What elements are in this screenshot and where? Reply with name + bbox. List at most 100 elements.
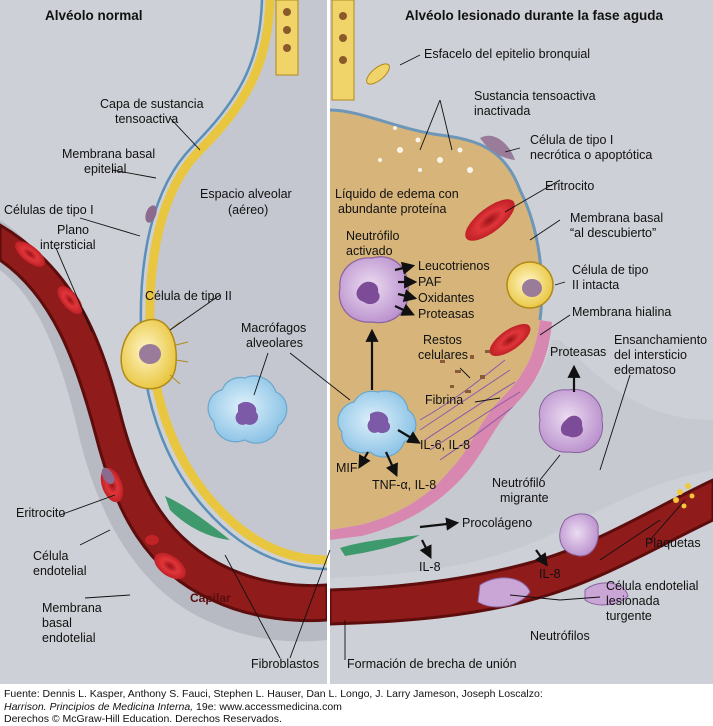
edematous-interstitium	[330, 340, 713, 578]
label-liquido-1: Líquido de edema con	[335, 187, 459, 201]
label-membrana-basal-endo-1: Membrana	[42, 601, 102, 615]
label-fibrina: Fibrina	[425, 393, 463, 407]
label-celula-tipo-ii: Célula de tipo II	[145, 289, 232, 303]
source-line-1: Fuente: Dennis L. Kasper, Anthony S. Fau…	[4, 688, 543, 700]
source-line-2: Harrison. Principios de Medicina Interna…	[4, 701, 709, 714]
label-ensanchamiento-3: edematoso	[614, 363, 676, 377]
label-neutrofilo-act-1: Neutrófilo	[346, 229, 400, 243]
mediator-arrows	[358, 261, 581, 567]
interstitial-neutrophil-icon	[538, 388, 604, 454]
label-neutrofilo-act-2: activado	[346, 244, 393, 258]
label-restos-2: celulares	[418, 348, 468, 362]
alveolus-illustration: Alvéolo normal Alvéolo lesionado durante…	[0, 0, 713, 684]
label-sustancia-inact-2: inactivada	[474, 104, 530, 118]
label-mif: MIF	[336, 461, 358, 475]
migrating-neutrophil-icon	[559, 513, 599, 557]
bronchial-epithelium-right	[331, 0, 390, 101]
label-proteasas-1: Proteasas	[418, 307, 474, 321]
label-celula-endo-2: endotelial	[33, 564, 87, 578]
label-capa-sustancia-2: tensoactiva	[115, 112, 178, 126]
label-tnf: TNF-α, IL-8	[372, 478, 436, 492]
inactivated-surfactant	[378, 126, 473, 173]
ards-alveolus-figure: Alvéolo normal Alvéolo lesionado durante…	[0, 0, 713, 684]
label-tipo-ii-intacta-2: II intacta	[572, 278, 619, 292]
label-capilar: Capilar	[190, 591, 231, 605]
label-espacio-2: (aéreo)	[228, 203, 268, 217]
label-sustancia-inact-1: Sustancia tensoactiva	[474, 89, 596, 103]
label-membrana-basal-epi-2: epitelial	[84, 162, 126, 176]
fibroblast-icon	[165, 496, 230, 540]
source-book-title: Harrison. Principios de Medicina Interna…	[4, 700, 194, 713]
leader-lines	[55, 54, 686, 660]
erythrocyte-icon	[14, 241, 46, 267]
label-plano-1: Plano	[57, 223, 89, 237]
label-procolageno: Procolágeno	[462, 516, 532, 530]
fibroblast-right-icon	[340, 535, 420, 556]
label-eritrocito-right: Eritrocito	[545, 179, 594, 193]
label-celula-necro-1: Célula de tipo I	[530, 133, 613, 147]
label-macrofagos-2: alveolares	[246, 336, 303, 350]
label-restos-1: Restos	[423, 333, 462, 347]
source-citation: Fuente: Dennis L. Kasper, Anthony S. Fau…	[4, 688, 709, 726]
label-tipo-ii-intacta-1: Célula de tipo	[572, 263, 648, 277]
left-panel-title: Alvéolo normal	[45, 8, 143, 23]
right-panel	[330, 0, 713, 626]
label-celula-lesionada-3: turgente	[606, 609, 652, 623]
bronchial-epithelium-left	[275, 0, 299, 76]
label-celula-endo-1: Célula	[33, 549, 68, 563]
label-membrana-basal-epi-1: Membrana basal	[62, 147, 155, 161]
label-neutrofilo-mig-1: Neutrófilo	[492, 476, 546, 490]
label-proteasas-2: Proteasas	[550, 345, 606, 359]
left-panel	[0, 0, 327, 642]
erythrocyte-icon	[57, 285, 83, 315]
label-membrana-desc-2: “al descubierto”	[570, 226, 656, 240]
label-formacion-brecha: Formación de brecha de unión	[347, 657, 517, 671]
label-leucotrienos: Leucotrienos	[418, 259, 490, 273]
erythrocyte-icon	[489, 323, 531, 357]
cell-debris	[440, 350, 490, 393]
label-plaquetas: Plaquetas	[645, 536, 701, 550]
label-celulas-tipo-i: Células de tipo I	[4, 203, 94, 217]
intact-type-ii-cell-icon	[506, 261, 554, 309]
label-celula-lesionada-1: Célula endotelial	[606, 579, 698, 593]
label-capa-sustancia-1: Capa de sustancia	[100, 97, 204, 111]
label-membrana-basal-endo-2: basal	[42, 616, 72, 630]
label-esfacelo: Esfacelo del epitelio bronquial	[424, 47, 590, 61]
label-liquido-2: abundante proteína	[338, 202, 446, 216]
source-edition: 19e: www.accessmedicina.com	[193, 700, 342, 713]
alveolar-macrophage-icon	[207, 375, 288, 444]
label-ensanchamiento-2: del intersticio	[614, 348, 687, 362]
label-neutrofilos: Neutrófilos	[530, 629, 590, 643]
label-celula-necro-2: necrótica o apoptótica	[530, 148, 652, 162]
alveolar-macrophage-right-icon	[337, 390, 417, 458]
label-ensanchamiento-1: Ensanchamiento	[614, 333, 707, 347]
label-il8-b: IL-8	[539, 567, 561, 581]
panel-divider	[327, 0, 330, 684]
capillary-left	[0, 223, 327, 623]
label-fibroblastos: Fibroblastos	[251, 657, 319, 671]
label-celula-lesionada-2: lesionada	[606, 594, 660, 608]
endothelial-nucleus-icon	[101, 467, 115, 485]
source-line-3: Derechos © McGraw-Hill Education. Derech…	[4, 713, 282, 726]
right-panel-title: Alvéolo lesionado durante la fase aguda	[405, 8, 664, 23]
label-membrana-basal-endo-3: endotelial	[42, 631, 96, 645]
platelets-icon	[673, 483, 695, 509]
label-espacio-1: Espacio alveolar	[200, 187, 292, 201]
label-oxidantes: Oxidantes	[418, 291, 474, 305]
erythrocyte-icon	[145, 535, 159, 545]
denuded-basal-membrane	[330, 108, 544, 321]
capillary-right	[330, 478, 713, 626]
label-plano-2: intersticial	[40, 238, 96, 252]
erythrocyte-icon	[465, 199, 515, 241]
label-paf: PAF	[418, 275, 442, 289]
label-membrana-hialina: Membrana hialina	[572, 305, 671, 319]
label-macrofagos-1: Macrófagos	[241, 321, 306, 335]
label-il6-il8: IL-6, IL-8	[420, 438, 470, 452]
type-i-cell-nucleus-icon	[145, 205, 157, 223]
label-membrana-desc-1: Membrana basal	[570, 211, 663, 225]
label-neutrofilo-mig-2: migrante	[500, 491, 549, 505]
necrotic-type-i-cell-icon	[480, 135, 515, 160]
label-il8-a: IL-8	[419, 560, 441, 574]
label-eritrocito-left: Eritrocito	[16, 506, 65, 520]
erythrocyte-icon	[154, 552, 186, 580]
